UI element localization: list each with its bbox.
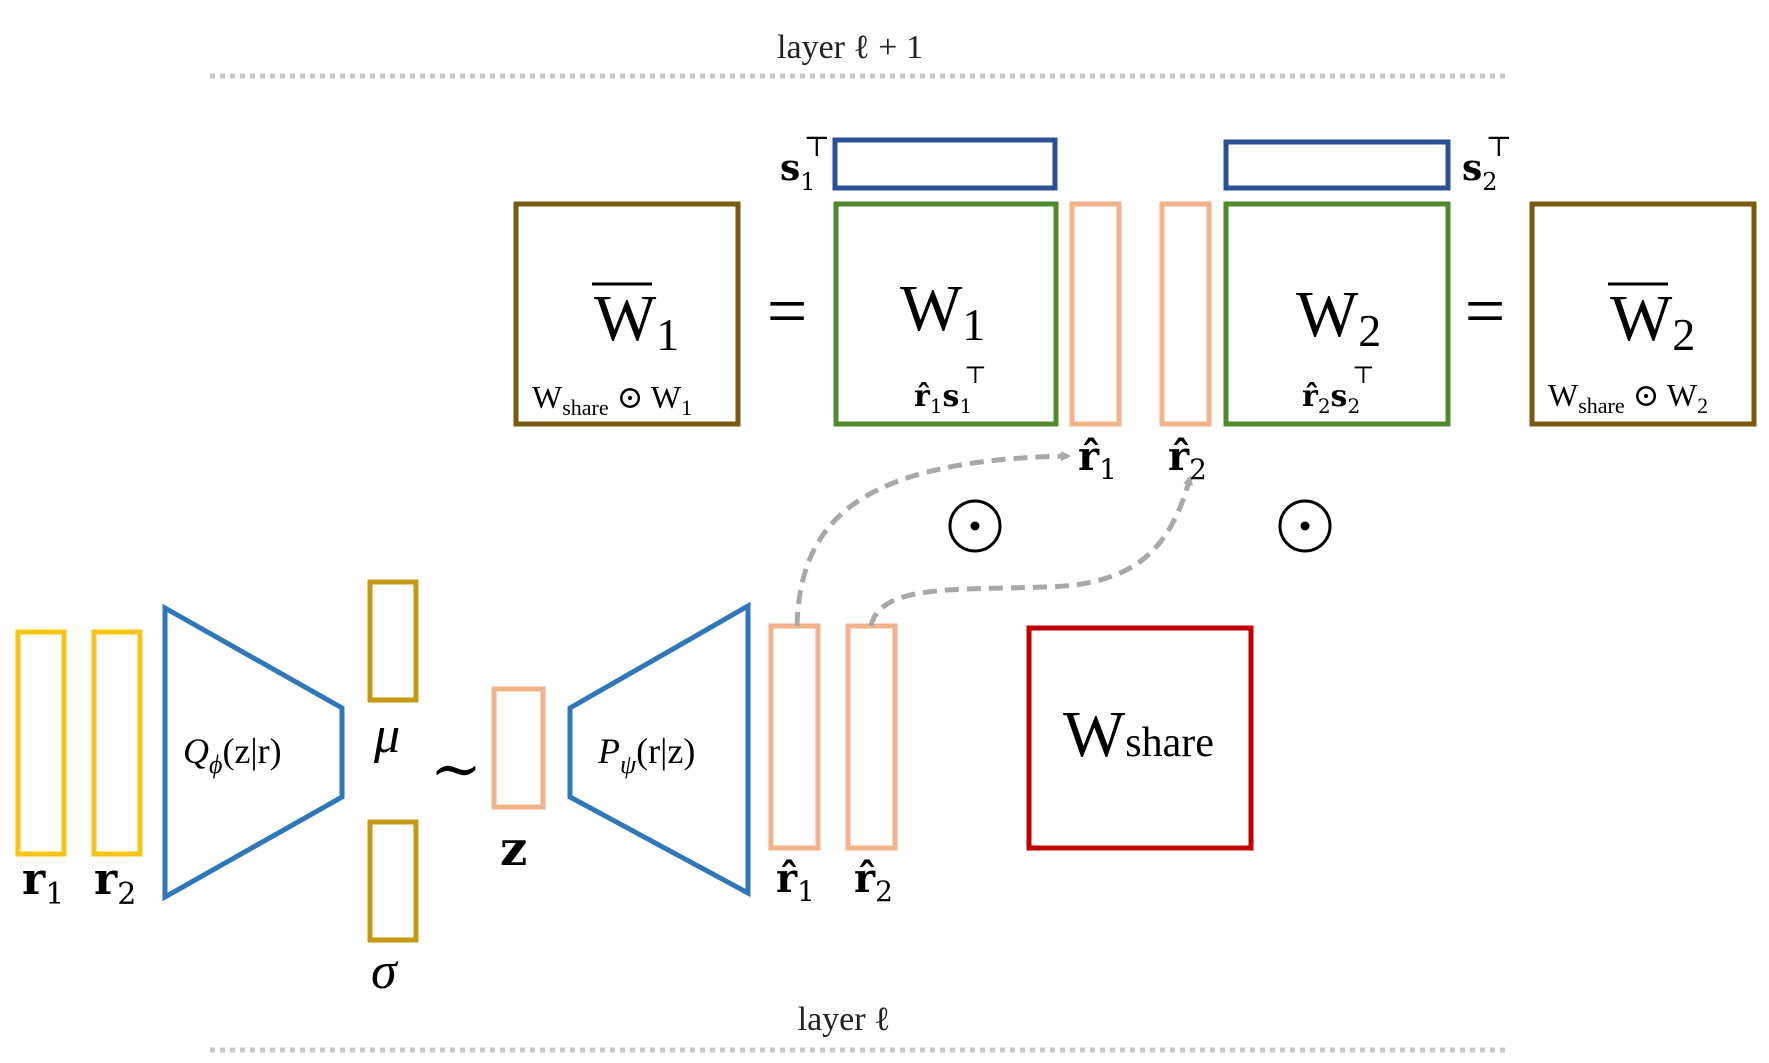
top-vector-r1-hat bbox=[1069, 201, 1122, 427]
input-vector-r2 bbox=[91, 629, 143, 857]
sample-tilde: ∼ bbox=[430, 736, 482, 804]
label-s2-transpose: s2⊤ bbox=[1462, 130, 1512, 196]
w2-caption: r̂2s2⊤ bbox=[1302, 361, 1375, 418]
label-r2: r2 bbox=[94, 854, 136, 912]
mu-vector bbox=[367, 579, 419, 703]
encoder-trapezoid bbox=[162, 603, 345, 902]
w1-caption: r̂1s1⊤ bbox=[914, 361, 987, 418]
equals-left: = bbox=[767, 271, 808, 351]
sigma-vector bbox=[367, 819, 419, 943]
w1-box bbox=[833, 201, 1059, 427]
hadamard-symbol-left bbox=[948, 499, 1002, 553]
wbar1-caption: Wshare ⊙ W1 bbox=[532, 379, 692, 420]
wbar1-box bbox=[513, 201, 741, 427]
encoder-label: Qϕ(z|r) bbox=[183, 731, 282, 779]
label-r1-hat-bottom: r̂1 bbox=[776, 855, 815, 908]
vector-s2-transpose bbox=[1223, 139, 1451, 191]
wbar1-label: W1 bbox=[594, 282, 679, 360]
hadamard-symbol-right bbox=[1278, 499, 1332, 553]
vector-s1-transpose bbox=[832, 137, 1058, 191]
shared-weight-box bbox=[1026, 625, 1254, 851]
input-vector-r1 bbox=[15, 629, 67, 857]
z-vector bbox=[491, 686, 546, 810]
w2-box bbox=[1223, 201, 1451, 427]
shared-weight-label: Wshare bbox=[1063, 698, 1214, 771]
label-r2-hat-bottom: r̂2 bbox=[854, 855, 893, 908]
label-r1: r1 bbox=[22, 854, 64, 912]
sigma-label: σ bbox=[371, 943, 399, 1000]
decoder-trapezoid bbox=[567, 601, 751, 898]
mu-label: μ bbox=[373, 707, 400, 764]
w1-label: W1 bbox=[900, 272, 985, 350]
equals-right: = bbox=[1465, 271, 1506, 351]
wbar2-box bbox=[1529, 201, 1757, 427]
output-vector-r1-hat bbox=[768, 623, 821, 851]
label-r2-hat-top: r̂2 bbox=[1168, 433, 1207, 486]
output-vector-r2-hat bbox=[845, 623, 898, 851]
wbar2-label: W2 bbox=[1610, 282, 1695, 360]
label-s1-transpose: s1⊤ bbox=[780, 130, 830, 196]
wbar2-caption: Wshare ⊙ W2 bbox=[1548, 377, 1708, 418]
label-r1-hat-top: r̂1 bbox=[1078, 433, 1117, 486]
decoder-label: Pψ(r|z) bbox=[597, 731, 695, 779]
arrow-r1-hat-to-top bbox=[794, 451, 1071, 627]
z-label: z bbox=[500, 821, 527, 877]
layer-top-label: layer ℓ + 1 bbox=[777, 29, 923, 66]
arrow-r2-hat-to-top bbox=[868, 475, 1193, 627]
w2-label: W2 bbox=[1296, 278, 1381, 356]
top-vector-r2-hat bbox=[1159, 201, 1212, 427]
layer-bottom-label: layer ℓ bbox=[798, 1001, 891, 1038]
